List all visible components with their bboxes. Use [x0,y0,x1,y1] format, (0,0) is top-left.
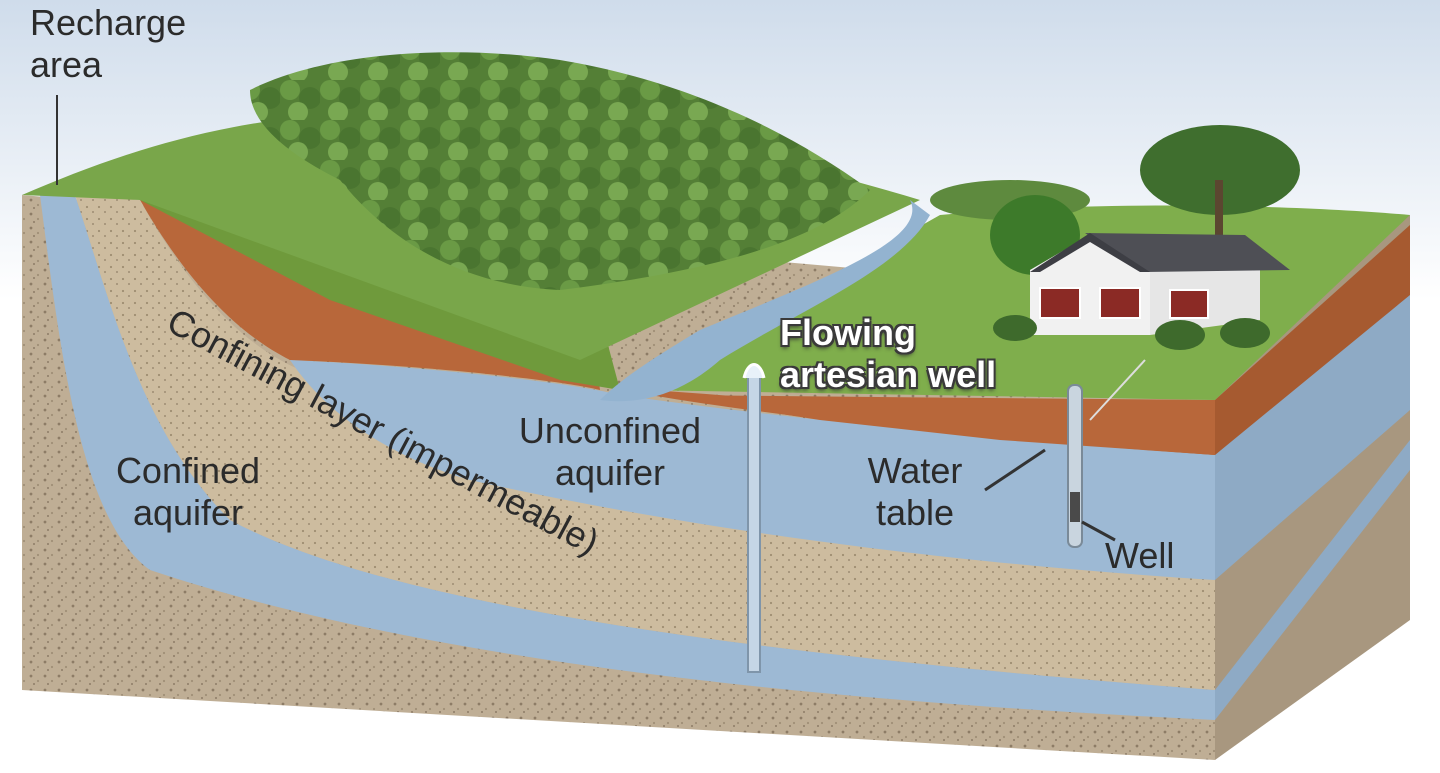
well-leader-line [1081,520,1116,542]
confined-aquifer-label: Confined aquifer [88,450,288,534]
tree-trunk [1215,180,1223,250]
flowing-artesian-well-label-line1: Flowing [780,312,916,353]
recharge-area-label: Recharge area [30,2,186,86]
tree [1140,125,1300,215]
well-top-line [1089,359,1146,421]
unconfined-aquifer-side [1215,290,1410,580]
recharge-area-label-line1: Recharge [30,2,187,43]
unconfined-aquifer-label-line2: aquifer [554,452,666,493]
confined-aquifer-label-line1: Confined [115,450,261,491]
well-pipe [1067,384,1083,548]
unconfined-aquifer-label: Unconfined aquifer [480,410,740,494]
flowing-artesian-well-label: Flowing artesian well [780,312,996,396]
flowing-artesian-well-label-line2: artesian well [780,354,997,395]
confined-aquifer-side [1215,440,1410,720]
artesian-well-pipe [747,371,761,673]
water-table-label: Water table [840,450,990,534]
water-table-label-line1: Water [867,450,963,491]
artesian-well-fountain [742,363,766,379]
soil-side [1215,225,1410,455]
confining-layer [75,195,1215,690]
unconfined-aquifer-label-line1: Unconfined [518,410,702,451]
stream [600,200,930,402]
water-table-label-line2: table [875,492,955,533]
confined-aquifer [40,195,1215,720]
water-table-leader-line [984,448,1046,492]
well-label: Well [1105,535,1175,576]
house [993,233,1290,350]
recharge-area-label-line2: area [30,44,103,85]
well-water [1070,492,1080,522]
confined-aquifer-label-line2: aquifer [132,492,244,533]
forest [250,52,870,290]
